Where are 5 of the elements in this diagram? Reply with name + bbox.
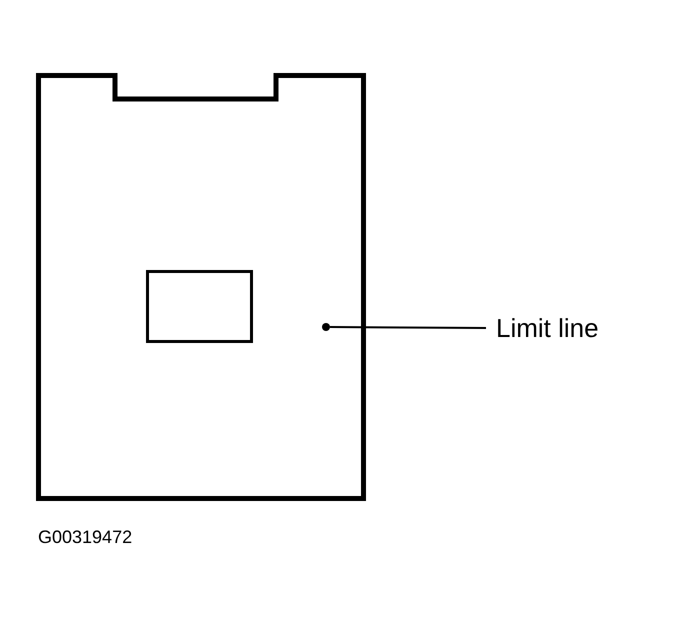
rectangle-window <box>146 270 253 343</box>
leader-line <box>330 326 486 329</box>
notched-panel-outline <box>36 73 366 501</box>
figure-code: G00319472 <box>38 528 132 546</box>
callout-label: Limit line <box>486 310 599 346</box>
